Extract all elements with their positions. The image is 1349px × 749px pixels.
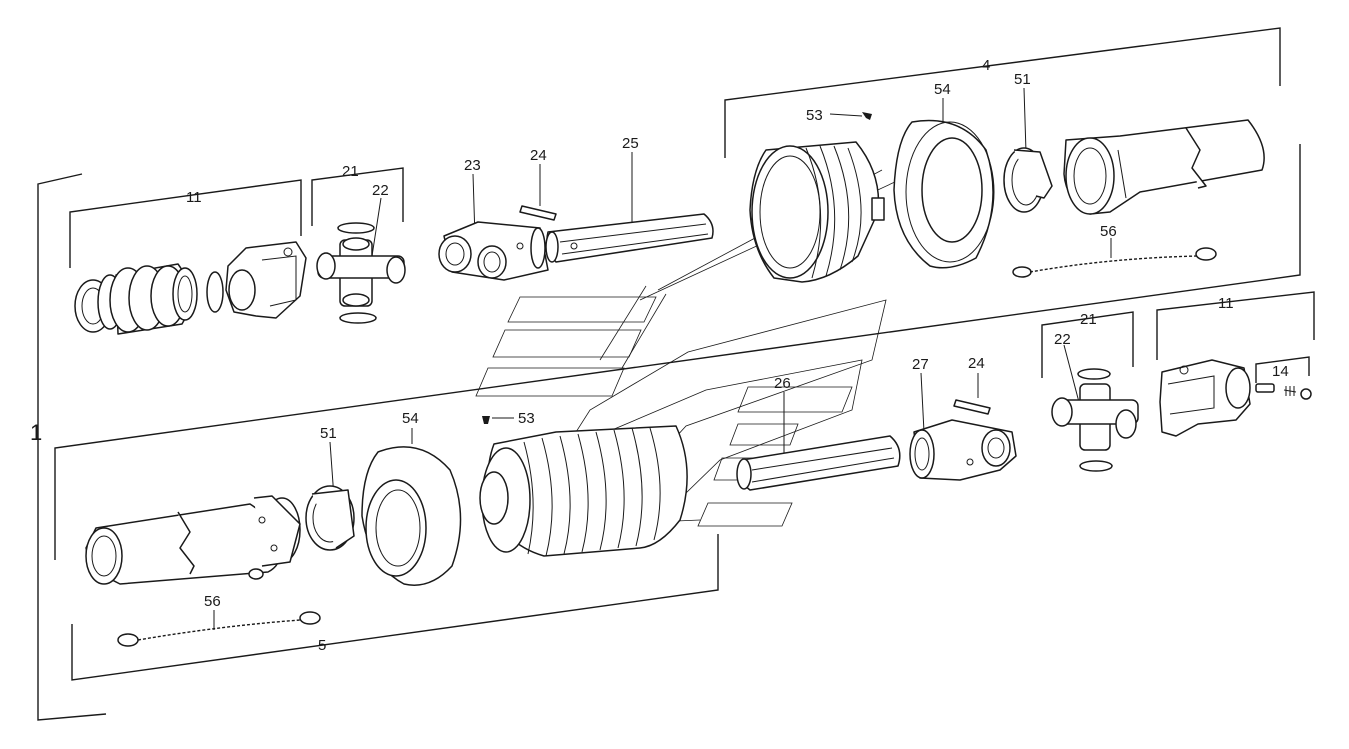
callout-cone-upper: 54	[934, 81, 951, 98]
outer-tube-upper	[1063, 119, 1265, 215]
pin-upper	[519, 205, 557, 221]
callout-assembly: 1	[30, 420, 42, 445]
callout-cross-left: 22	[372, 182, 389, 199]
callout-lower-half: 5	[318, 637, 326, 654]
callout-screw-upper: 53	[806, 107, 823, 124]
inner-tube-lower	[736, 435, 901, 491]
callout-cross-set-right: 21	[1080, 311, 1097, 328]
callout-inner-yoke: 23	[464, 157, 481, 174]
guard-bellows-upper	[749, 141, 885, 283]
callout-cone-lower: 54	[402, 410, 419, 427]
yoke-ring-stack-left	[74, 263, 224, 335]
inner-tube-upper	[545, 213, 714, 263]
callout-yoke-left: 11	[186, 189, 202, 206]
callout-ring-upper: 51	[1014, 71, 1031, 88]
outer-tube-lower	[85, 495, 301, 585]
inner-yoke-upper	[438, 221, 549, 281]
yoke-right	[1159, 359, 1251, 437]
inner-yoke-lower	[909, 419, 1017, 481]
cross-kit-left	[316, 222, 406, 324]
callout-pin-upper: 24	[530, 147, 547, 164]
callout-screw-lower: 53	[518, 410, 535, 427]
safety-chain-lower	[117, 611, 321, 647]
callout-yoke-right: 11	[1218, 295, 1234, 312]
cross-kit-right	[1051, 368, 1139, 472]
pin-lower	[953, 399, 991, 415]
bracket-lines	[37, 27, 1315, 721]
callout-pin-lower: 24	[968, 355, 985, 372]
callout-labels: 1 4 5 11 11 21 21 22 22 23 24 24 25 26 2…	[30, 57, 1289, 654]
bearing-ring-upper	[1003, 147, 1053, 213]
callout-chain-upper: 56	[1100, 223, 1117, 240]
guard-cone-lower	[361, 446, 462, 586]
screw-upper	[862, 112, 872, 120]
bearing-ring-lower	[305, 485, 355, 551]
screw-lower	[482, 416, 490, 424]
callout-ring-lower: 51	[320, 425, 337, 442]
callout-cross-set-left: 21	[342, 163, 359, 180]
guard-bellows-lower	[479, 425, 688, 557]
callout-inner-yoke-lower: 27	[912, 356, 929, 373]
callout-screw-set: 14	[1272, 363, 1289, 380]
screw-set	[1255, 383, 1312, 400]
yoke-left	[225, 241, 307, 319]
callout-outer-tube: 26	[774, 375, 791, 392]
safety-chain-upper	[1012, 247, 1217, 278]
callout-inner-tube: 25	[622, 135, 639, 152]
guard-cone-upper	[893, 119, 995, 269]
callout-chain-lower: 56	[204, 593, 221, 610]
callout-cross-right: 22	[1054, 331, 1071, 348]
callout-upper-half: 4	[982, 57, 990, 74]
